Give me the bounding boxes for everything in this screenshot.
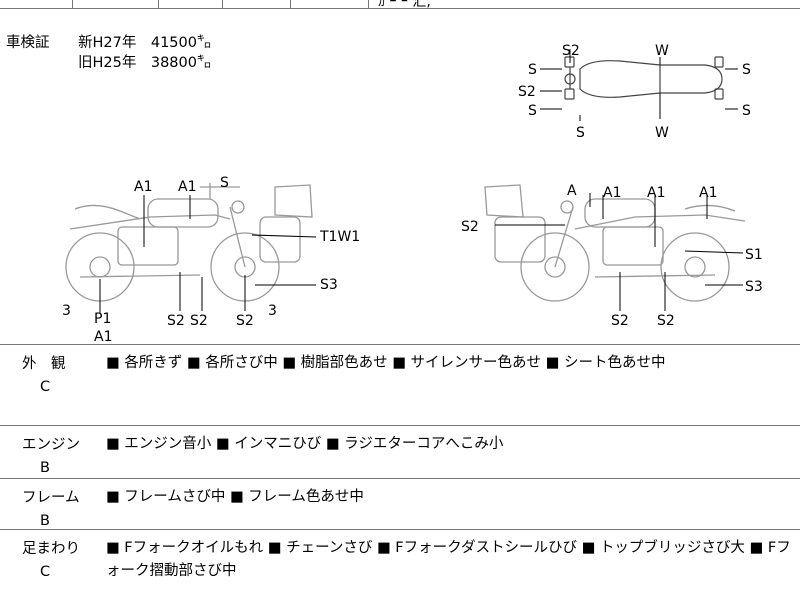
grade-value: C [40, 379, 51, 395]
condition-notes: ■ エンジン音小 ■ インマニひび ■ ラジエターコアへこみ小 [106, 436, 504, 452]
label-top-s-right1: S [742, 62, 751, 78]
strip-divider [222, 0, 223, 8]
label-left-a1-c: A1 [94, 329, 112, 345]
label-right-a1-b: A1 [647, 185, 665, 201]
grade-value: B [40, 460, 50, 476]
label-right-s2-left: S2 [461, 219, 479, 235]
label-left-s2-c: S2 [236, 313, 254, 329]
label-left-t1w1: T1W1 [319, 229, 360, 245]
condition-row-frame: フレーム B ■ フレームさび中 ■ フレーム色あせ中 [0, 479, 800, 530]
category-label: 足まわり [22, 541, 80, 557]
label-top-s2-top: S2 [562, 43, 580, 59]
label-top-s2-left: S2 [518, 84, 536, 100]
label-top-s-right2: S [742, 103, 751, 119]
condition-notes: ■ 各所きず ■ 各所さび中 ■ 樹脂部色あせ ■ サイレンサー色あせ ■ シー… [106, 355, 666, 371]
condition-notes: ■ フレームさび中 ■ フレーム色あせ中 [106, 489, 364, 505]
strip-divider [72, 0, 73, 8]
label-right-s2-a: S2 [611, 313, 629, 329]
grade-value: B [40, 513, 50, 529]
label-left-s: S [220, 175, 229, 191]
label-left-s2-a: S2 [167, 313, 185, 329]
label-right-s3: S3 [745, 279, 763, 295]
condition-row-suspension: 足まわり C ■ Fフォークオイルもれ ■ チェーンさび ■ Fフォークダストシ… [0, 530, 800, 610]
label-left-3-left: 3 [62, 303, 71, 319]
top-view-diagram: S S2 S2 S S W W S S [518, 43, 751, 139]
clipped-header-text: ｶ ｰ ｰ 汇, [378, 0, 431, 10]
label-top-w1: W [655, 43, 669, 59]
strip-divider [290, 0, 291, 8]
inspection-old-line: 旧H25年 38800㌔ [78, 55, 212, 71]
category-label: エンジン [22, 437, 80, 453]
category-label: フレーム [22, 490, 80, 506]
strip-divider [368, 0, 369, 8]
label-left-a1-b: A1 [178, 179, 196, 195]
label-right-a1-a: A1 [603, 185, 621, 201]
grade-value: C [40, 564, 51, 580]
category-label: 外 観 [22, 356, 66, 372]
strip-divider [158, 0, 159, 8]
damage-diagram-area: 車検証 新H27年 41500㌔ 旧H25年 38800㌔ [0, 9, 800, 345]
label-left-s2-b: S2 [190, 313, 208, 329]
inspection-label: 車検証 [6, 35, 50, 51]
label-right-s1: S1 [745, 247, 763, 263]
label-left-p1: P1 [94, 311, 111, 327]
label-top-s2: S [528, 103, 537, 119]
label-top-s-bottom: S [576, 125, 585, 139]
label-top-w2: W [655, 125, 669, 139]
label-left-s3: S3 [320, 277, 338, 293]
inspection-new-line: 新H27年 41500㌔ [78, 35, 212, 51]
label-right-a1-c: A1 [699, 185, 717, 201]
condition-notes: ■ Fフォークオイルもれ ■ チェーンさび ■ Fフォークダストシールひび ■ … [106, 540, 791, 579]
inspection-certificate: 車検証 新H27年 41500㌔ 旧H25年 38800㌔ [6, 33, 211, 73]
label-right-a: A [567, 183, 577, 199]
left-side-diagram: A1 A1 S T1W1 S3 3 3 P1 A1 S2 S2 S2 [62, 175, 360, 345]
condition-row-engine: エンジン B ■ エンジン音小 ■ インマニひび ■ ラジエターコアへこみ小 [0, 426, 800, 479]
inspection-sheet: 車検証 新H27年 41500㌔ 旧H25年 38800㌔ [0, 9, 800, 600]
label-right-s2-b: S2 [657, 313, 675, 329]
condition-row-exterior: 外 観 C ■ 各所きず ■ 各所さび中 ■ 樹脂部色あせ ■ サイレンサー色あ… [0, 345, 800, 426]
right-side-diagram: A A1 A1 A1 S2 S1 S3 S2 S2 [461, 183, 763, 329]
top-table-strip: ｶ ｰ ｰ 汇, [0, 0, 800, 10]
label-left-a1-a: A1 [134, 179, 152, 195]
condition-table: 外 観 C ■ 各所きず ■ 各所さび中 ■ 樹脂部色あせ ■ サイレンサー色あ… [0, 344, 800, 610]
label-top-s1: S [528, 62, 537, 78]
label-left-3-right: 3 [268, 303, 277, 319]
